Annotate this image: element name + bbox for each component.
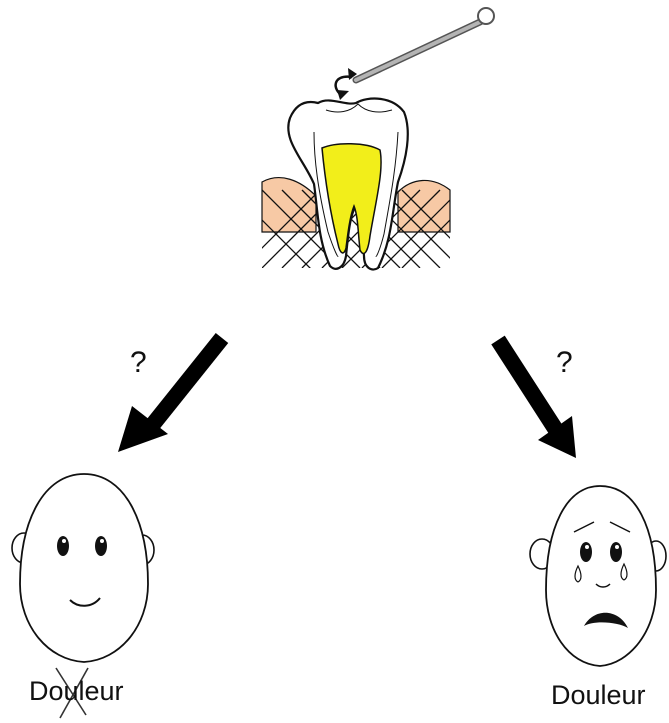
arrow-down-right-icon [491,335,576,458]
cross-mark-icon [55,667,89,719]
happy-face-icon [11,473,155,663]
dental-probe-icon [352,7,495,84]
no-pain-label: Douleur [29,676,124,706]
crying-face-icon [529,485,667,667]
question-mark-left: ? [130,346,147,379]
question-mark-right: ? [556,346,573,379]
tap-motion-icon [334,68,357,100]
pain-label: Douleur [551,680,646,710]
arrow-down-left-icon [118,333,229,452]
tooth-icon [261,97,451,271]
